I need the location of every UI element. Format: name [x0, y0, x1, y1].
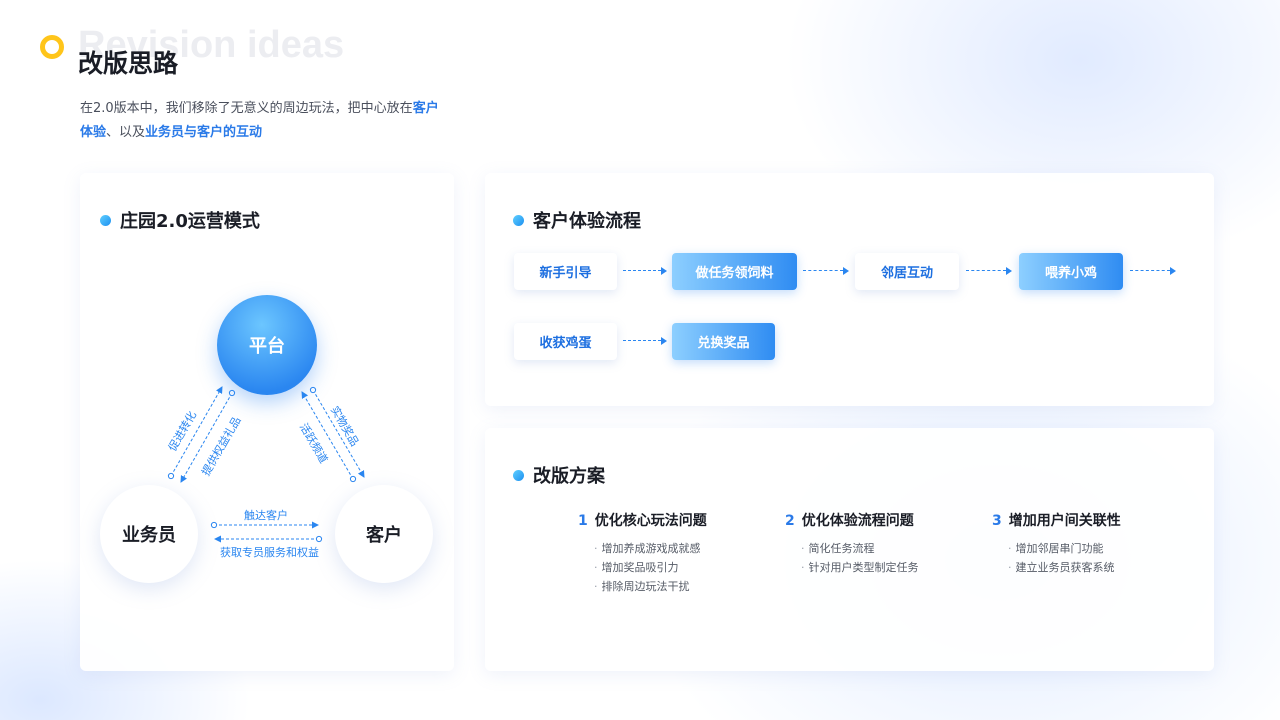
bullet-dot-icon: ·: [1008, 561, 1012, 574]
bullet-dot-icon: ·: [801, 542, 805, 555]
flow-arrow: [623, 267, 667, 275]
plan-item: ·建立业务员获客系统: [1008, 558, 1121, 577]
node-customer: 客户: [335, 485, 433, 583]
title-dot-icon: [100, 215, 111, 226]
plan-item: ·增加奖品吸引力: [594, 558, 707, 577]
arrow-start-dot: [210, 521, 218, 529]
plan-number: 2: [785, 513, 795, 529]
flow-step-task-feed: 做任务领饲料: [672, 253, 797, 290]
edge-label-reach-customer: 触达客户: [244, 509, 288, 522]
plan-column: 3 增加用户间关联性 ·增加邻居串门功能 ·建立业务员获客系统: [992, 510, 1121, 577]
plan-item: ·增加邻居串门功能: [1008, 539, 1121, 558]
bullet-dot-icon: ·: [594, 542, 598, 555]
bullet-dot-icon: ·: [594, 561, 598, 574]
flow-step-harvest: 收获鸡蛋: [514, 323, 617, 360]
plan-item-text: 针对用户类型制定任务: [808, 561, 919, 574]
plan-column-heading: 3 增加用户间关联性: [992, 510, 1121, 530]
bullet-dot-icon: ·: [1008, 542, 1012, 555]
intro-highlight-1: 客户体验: [80, 101, 439, 140]
customer-flow-title-text: 客户体验流程: [533, 211, 641, 232]
intro-highlight-2: 业务员与客户的互动: [145, 125, 263, 140]
revision-plan-title: 改版方案: [513, 462, 605, 488]
bullet-dot-icon: ·: [594, 580, 598, 593]
title-dot-icon: [513, 470, 524, 481]
intro-text-1: 在2.0版本中，我们移除了无意义的周边玩法，把中心放在: [80, 101, 413, 116]
plan-item-text: 建立业务员获客系统: [1015, 561, 1115, 574]
intro-text-2: 、以及: [106, 125, 146, 140]
plan-item: ·排除周边玩法干扰: [594, 577, 707, 596]
arrow-start-dot: [309, 386, 317, 394]
revision-plan-title-text: 改版方案: [533, 466, 605, 487]
plan-item-text: 增加邻居串门功能: [1015, 542, 1104, 555]
plan-column-heading: 1 优化核心玩法问题: [578, 510, 707, 530]
flow-arrow: [803, 267, 849, 275]
plan-item-text: 增加养成游戏成就感: [601, 542, 701, 555]
plan-item-list: ·增加养成游戏成就感 ·增加奖品吸引力 ·排除周边玩法干扰: [578, 539, 707, 596]
arrow-start-dot: [349, 475, 357, 483]
flow-arrow: [1130, 267, 1176, 275]
arrow-active-channel: [301, 391, 354, 480]
title-dot-icon: [513, 215, 524, 226]
ghost-title: Revision ideas: [78, 24, 345, 66]
arrow-physical-prize: [312, 389, 365, 478]
operating-model-title-text: 庄园2.0运营模式: [120, 211, 260, 232]
arrow-start-dot: [315, 535, 323, 543]
plan-title: 增加用户间关联性: [1008, 513, 1121, 529]
flow-arrow: [623, 337, 667, 345]
plan-item-list: ·简化任务流程 ·针对用户类型制定任务: [785, 539, 919, 577]
plan-column: 2 优化体验流程问题 ·简化任务流程 ·针对用户类型制定任务: [785, 510, 919, 577]
plan-item-list: ·增加邻居串门功能 ·建立业务员获客系统: [992, 539, 1121, 577]
arrow-benefit-gift: [180, 392, 233, 483]
flow-arrow: [966, 267, 1012, 275]
customer-flow-card: 客户体验流程 新手引导 做任务领饲料 邻居互动 喂养小鸡 收获鸡蛋 兑换奖品: [485, 173, 1214, 406]
plan-item-text: 排除周边玩法干扰: [601, 580, 690, 593]
plan-title: 优化体验流程问题: [801, 513, 914, 529]
flow-step-feed-chick: 喂养小鸡: [1019, 253, 1123, 290]
title-ring-icon: [40, 35, 64, 59]
node-platform: 平台: [217, 295, 317, 395]
plan-item-text: 增加奖品吸引力: [601, 561, 679, 574]
plan-number: 3: [992, 513, 1002, 529]
edge-label-get-service: 获取专员服务和权益: [220, 546, 319, 559]
arrow-promote-conversion: [170, 386, 223, 477]
plan-item: ·针对用户类型制定任务: [801, 558, 919, 577]
page-title: 改版思路: [78, 49, 179, 78]
relationship-arrows: [167, 386, 365, 543]
arrow-start-dot: [228, 389, 236, 397]
flow-step-neighbor: 邻居互动: [855, 253, 959, 290]
operating-model-title: 庄园2.0运营模式: [100, 207, 260, 233]
node-salesperson: 业务员: [100, 485, 198, 583]
plan-title: 优化核心玩法问题: [594, 513, 707, 529]
plan-item-text: 简化任务流程: [808, 542, 875, 555]
intro-text: 在2.0版本中，我们移除了无意义的周边玩法，把中心放在客户体验、以及业务员与客户…: [80, 97, 442, 145]
plan-column-heading: 2 优化体验流程问题: [785, 510, 919, 530]
plan-item: ·增加养成游戏成就感: [594, 539, 707, 558]
flow-step-onboarding: 新手引导: [514, 253, 617, 290]
bullet-dot-icon: ·: [801, 561, 805, 574]
plan-number: 1: [578, 513, 588, 529]
customer-flow-title: 客户体验流程: [513, 207, 641, 233]
flow-step-redeem: 兑换奖品: [672, 323, 775, 360]
arrow-start-dot: [167, 472, 175, 480]
operating-model-card: 庄园2.0运营模式 促进转化 提供权益礼品 活跃频道: [80, 173, 454, 671]
plan-item: ·简化任务流程: [801, 539, 919, 558]
